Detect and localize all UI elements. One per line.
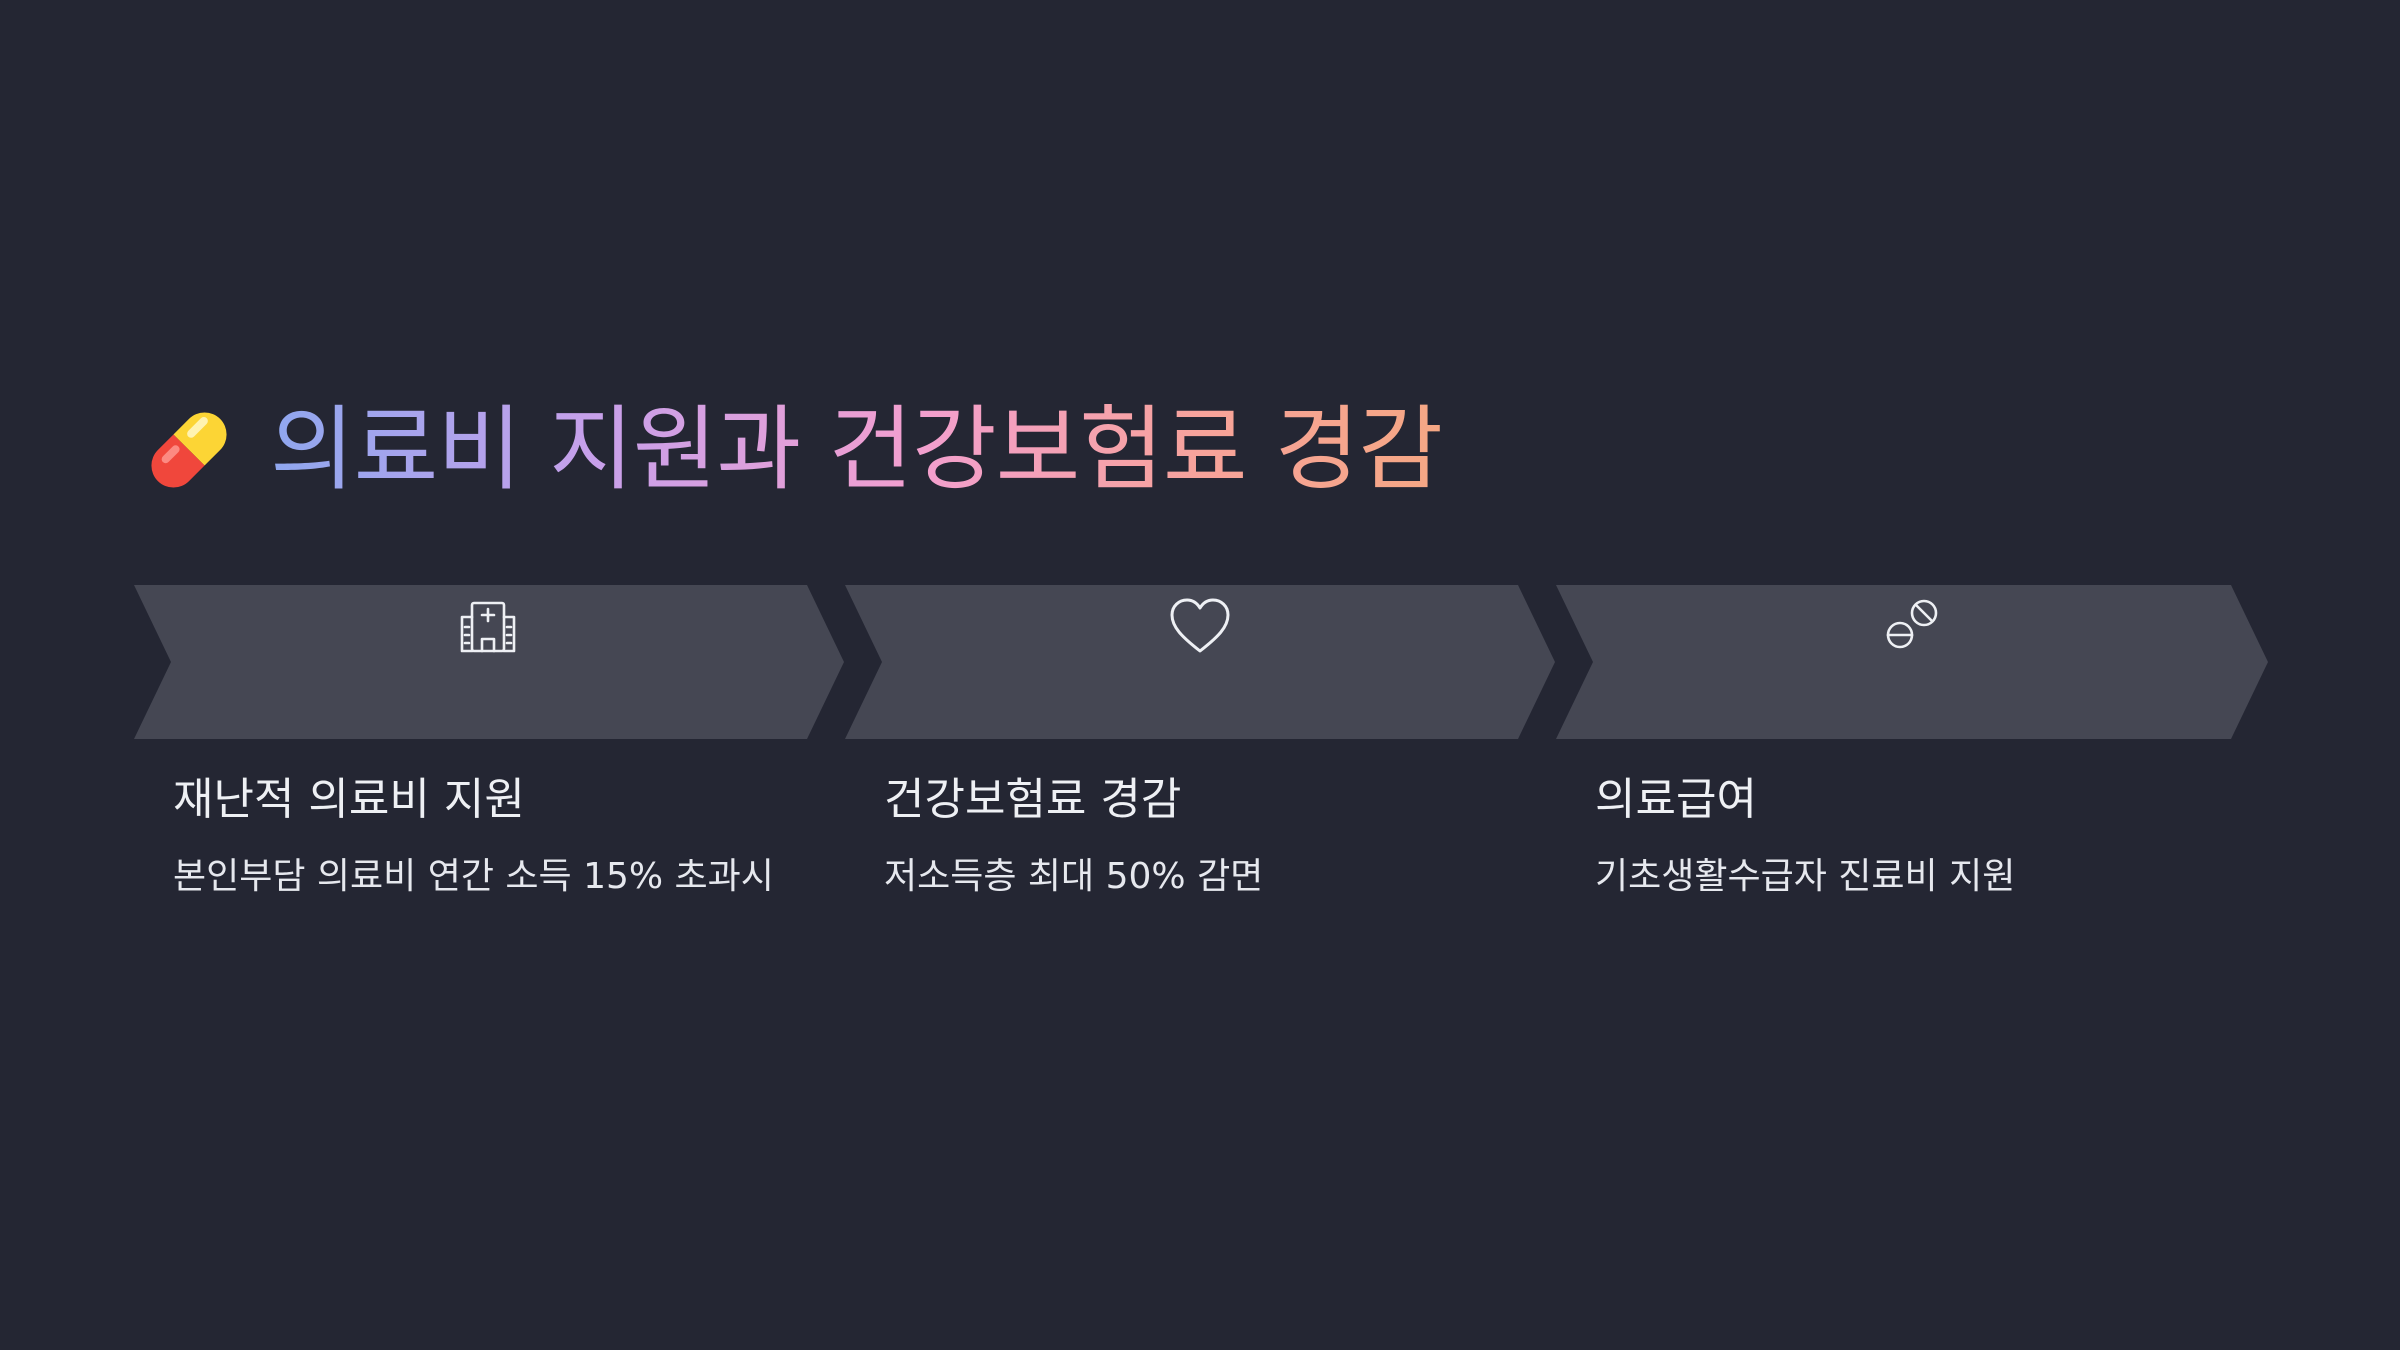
- pills-icon: [1886, 599, 1938, 649]
- step-card-3: 의료급여 기초생활수급자 진료비 지원: [1595, 770, 2275, 902]
- page-title: 의료비 지원과 건강보험료 경감: [270, 396, 1443, 503]
- process-chevrons: [134, 585, 2268, 739]
- step-title: 건강보험료 경감: [884, 774, 1182, 825]
- step-description: 저소득층 최대 50% 감면: [884, 856, 1264, 897]
- title-row: 의료비 지원과 건강보험료 경감: [134, 380, 1443, 520]
- step-card-2: 건강보험료 경감 저소득층 최대 50% 감면: [884, 770, 1564, 902]
- step-title: 의료급여: [1595, 774, 1757, 825]
- chevron-step-3: [1556, 585, 2268, 739]
- chevron-step-1: [134, 585, 844, 739]
- heart-icon: [1170, 598, 1230, 653]
- chevron-shapes: [134, 585, 2268, 739]
- step-description: 본인부담 의료비 연간 소득 15% 초과시: [173, 856, 774, 897]
- step-description: 기초생활수급자 진료비 지원: [1595, 856, 2016, 897]
- step-card-1: 재난적 의료비 지원 본인부담 의료비 연간 소득 15% 초과시: [173, 770, 853, 902]
- hospital-icon: [460, 601, 516, 653]
- chevron-step-2: [845, 585, 1555, 739]
- pill-icon: [151, 412, 227, 488]
- step-title: 재난적 의료비 지원: [173, 774, 525, 825]
